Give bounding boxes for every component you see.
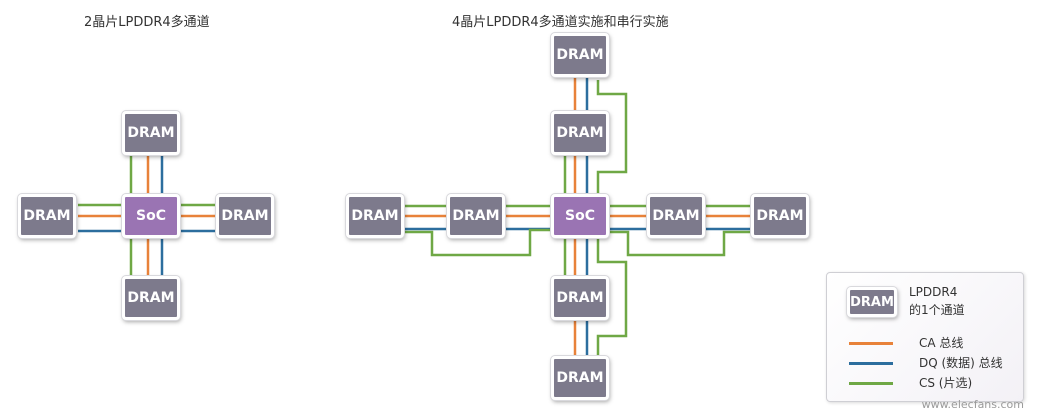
legend-ca-swatch <box>849 342 893 345</box>
dram-left-top: DRAM <box>122 111 180 155</box>
dram-right-bottom-outer: DRAM <box>551 356 609 400</box>
dram-right-left-outer-label: DRAM <box>351 208 399 224</box>
soc-left-label: SoC <box>136 208 166 224</box>
dram-left-left: DRAM <box>18 194 76 238</box>
dram-right-bottom-inner-label: DRAM <box>556 290 604 306</box>
diagram-title-4-die: 4晶片LPDDR4多通道实施和串行实施 <box>452 15 669 30</box>
cs-wire-r-top-outer <box>596 80 628 195</box>
dram-left-bottom: DRAM <box>122 276 180 320</box>
legend-dq-swatch <box>849 362 893 365</box>
dram-right-right-outer-label: DRAM <box>756 208 804 224</box>
dram-left-top-label: DRAM <box>127 125 175 141</box>
legend-cs-swatch <box>849 382 893 385</box>
legend-cs-label: CS (片选) <box>919 376 973 390</box>
dram-left-left-label: DRAM <box>23 208 71 224</box>
legend-channel-line2: 的1个通道 <box>909 303 965 317</box>
diagram-title-2-die: 2晶片LPDDR4多通道 <box>84 15 210 30</box>
legend-ca-label: CA 总线 <box>919 336 964 350</box>
soc-right-label: SoC <box>565 208 595 224</box>
dram-left-right: DRAM <box>216 194 274 238</box>
dram-right-top-outer: DRAM <box>551 33 609 77</box>
dram-right-right-inner: DRAM <box>647 194 705 238</box>
dram-right-bottom-outer-label: DRAM <box>556 370 604 386</box>
legend-dram-chip: DRAM <box>847 287 897 317</box>
dram-right-right-inner-label: DRAM <box>652 208 700 224</box>
cs-wire-r-left-outer <box>403 228 553 257</box>
dram-right-left-outer: DRAM <box>346 194 404 238</box>
dram-right-left-inner: DRAM <box>447 194 505 238</box>
dram-right-top-outer-label: DRAM <box>556 47 604 63</box>
dram-right-right-outer: DRAM <box>751 194 809 238</box>
legend-dram-label: DRAM <box>850 294 894 310</box>
dram-right-bottom-inner: DRAM <box>551 276 609 320</box>
legend-dq-label: DQ (数据) 总线 <box>919 356 1003 370</box>
legend: DRAM LPDDR4 的1个通道 CA 总线 DQ (数据) 总线 CS (片… <box>826 272 1024 402</box>
soc-right: SoC <box>551 194 609 238</box>
dram-left-bottom-label: DRAM <box>127 290 175 306</box>
dram-right-left-inner-label: DRAM <box>452 208 500 224</box>
watermark: www.elecfans.com <box>921 398 1024 411</box>
legend-channel-line1: LPDDR4 <box>909 285 958 299</box>
dram-right-top-inner: DRAM <box>551 111 609 155</box>
dram-right-top-inner-label: DRAM <box>556 125 604 141</box>
dram-left-right-label: DRAM <box>221 208 269 224</box>
cs-wire-r-bot-outer <box>596 238 628 355</box>
cs-wire-r-right-outer <box>608 230 752 257</box>
soc-left: SoC <box>122 194 180 238</box>
